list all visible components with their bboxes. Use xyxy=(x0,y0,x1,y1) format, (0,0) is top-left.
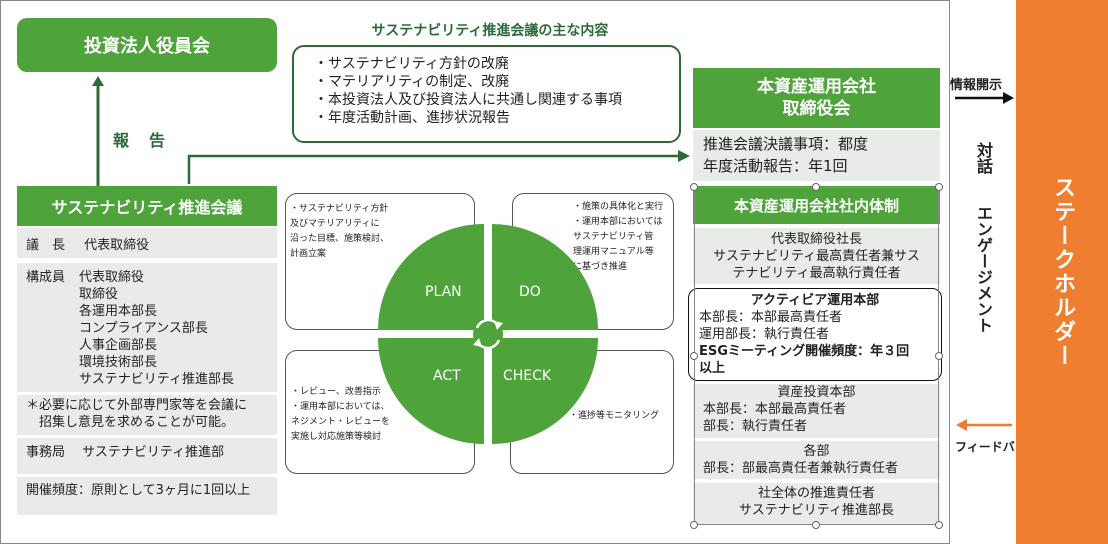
members-label: 構成員 xyxy=(26,270,66,285)
council-frequency: 開催頻度：原則として3ヶ月に1回以上 xyxy=(17,477,277,515)
resize-handle[interactable] xyxy=(812,521,820,529)
secretariat-value: サステナビリティ推進部 xyxy=(82,445,225,460)
resize-handle[interactable] xyxy=(935,183,943,191)
internal-title-text: 本資産運用会社社内体制 xyxy=(733,196,899,215)
act-label: ACT xyxy=(433,368,461,384)
council-title: サステナビリティ推進会議 xyxy=(17,186,277,226)
main-topics-box: ・サステナビリティ方針の改廃 ・マテリアリティの制定、改廃 ・本投資法人及び投資… xyxy=(292,45,681,143)
internal-block-departments: 各部 部長：部最高責任者兼執行責任者 xyxy=(693,441,940,479)
resize-handle[interactable] xyxy=(690,521,698,529)
resize-handle[interactable] xyxy=(690,183,698,191)
do-quadrant xyxy=(492,224,598,330)
check-label: CHECK xyxy=(503,368,552,384)
escalation-arrowhead xyxy=(678,150,690,162)
resize-handle[interactable] xyxy=(690,352,698,360)
council-note: ＊必要に応じて外部専門家等を会議に 招集し意見を求めることが可能。 xyxy=(17,395,277,435)
plan-text: ・サステナビリティ方針 及びマテリアリティに 沿った目標、施策検討、 計画立案 xyxy=(290,204,390,259)
engagement-label: エンゲージメント xyxy=(974,205,993,333)
main-topic-item: ・本投資法人及び投資法人に共通し関連する事項 xyxy=(314,92,622,108)
esg-meeting-frequency: ESGミーティング開催頻度：年３回 以上 xyxy=(699,344,910,376)
dialogue-label: 対話 xyxy=(974,142,993,174)
act-text: ・レビュー、改善指示 ・運用本部においては、 ネジメント・レビューを 実施し対応… xyxy=(291,387,391,442)
activia-title: アクティビア運用本部 xyxy=(750,293,880,308)
secretariat-label: 事務局 xyxy=(26,445,66,460)
company-title: 社全体の推進責任者 xyxy=(757,486,875,501)
report-arrowhead xyxy=(92,76,104,86)
internal-title: 本資産運用会社社内体制 xyxy=(693,186,940,224)
activia-block: アクティビア運用本部 本部長：本部最高責任者 運用部長：執行責任者 ESGミーテ… xyxy=(688,288,942,381)
internal-block-company: 社全体の推進責任者 サステナビリティ推進部長 xyxy=(693,483,940,525)
disclosure-label: 情報開示 xyxy=(950,78,1003,93)
members-list: 代表取締役 取締役 各運用本部長 コンプライアンス部長 人事企画部長 環境技術部… xyxy=(79,270,234,387)
internal-block-ceo: 代表取締役社長 サステナビリティ最高責任者兼サス テナビリティ最高執行責任者 xyxy=(693,228,940,284)
council-title-text: サステナビリティ推進会議 xyxy=(51,198,243,217)
pdca-cycle xyxy=(378,224,598,444)
activia-lines: 本部長：本部最高責任者 運用部長：執行責任者 xyxy=(699,310,843,342)
asset-investment-title: 資産投資本部 xyxy=(777,385,856,400)
chair-value: 代表取締役 xyxy=(84,238,150,253)
investment-corporation-board-box: 投資法人役員会 xyxy=(17,18,277,72)
act-quadrant xyxy=(378,338,484,444)
investment-corporation-board-label: 投資法人役員会 xyxy=(84,36,210,57)
main-topic-item: ・年度活動計画、進捗状況報告 xyxy=(314,110,510,126)
cycle-arrowhead-bottom xyxy=(473,338,482,347)
plan-label: PLAN xyxy=(425,284,462,300)
stakeholder-label: ステークホルダー xyxy=(1050,176,1075,368)
main-topics-title: サステナビリティ推進会議の主な内容 xyxy=(371,23,609,39)
chair-label: 議 長 xyxy=(26,238,66,253)
company-line: サステナビリティ推進部長 xyxy=(739,503,894,518)
council-chair-row: 議 長 代表取締役 xyxy=(17,228,277,258)
plan-quadrant xyxy=(378,224,484,330)
resize-handle[interactable] xyxy=(935,352,943,360)
do-text: ・施策の具体化と実行 ・運用本部においては サステナビリティ管 理運用マニュアル… xyxy=(573,202,664,272)
selection-outline[interactable] xyxy=(694,187,939,525)
asset-investment-lines: 本部長：本部最高責任者 部長：執行責任者 xyxy=(703,402,847,434)
check-quadrant xyxy=(492,338,598,444)
departments-title: 各部 xyxy=(803,444,830,459)
am-board-text: 推進会議決議事項：都度 年度活動報告：年1回 xyxy=(693,130,940,181)
main-topic-item: ・マテリアリティの制定、改廃 xyxy=(314,74,510,90)
check-text: ・進捗等モニタリング xyxy=(569,411,660,421)
main-topic-item: ・サステナビリティ方針の改廃 xyxy=(314,56,509,72)
am-board-title: 本資産運用会社 取締役会 xyxy=(693,68,940,128)
council-secretariat-row: 事務局 サステナビリティ推進部 xyxy=(17,438,277,474)
report-label: 報 告 xyxy=(113,131,168,150)
cycle-arrowhead-top xyxy=(494,321,503,330)
internal-block-asset-investment: 資産投資本部 本部長：本部最高責任者 部長：執行責任者 xyxy=(693,384,940,438)
disclosure-arrowhead xyxy=(1003,92,1014,104)
feedback-arrowhead xyxy=(956,419,967,431)
departments-line: 部長：部最高責任者兼執行責任者 xyxy=(703,461,899,476)
stakeholder-bar: ステークホルダー xyxy=(1016,0,1108,544)
council-members-row: 構成員 代表取締役 取締役 各運用本部長 コンプライアンス部長 人事企画部長 環… xyxy=(17,263,277,392)
escalation-arrow xyxy=(187,154,680,184)
cycle-center xyxy=(473,319,503,349)
resize-handle[interactable] xyxy=(935,521,943,529)
do-label: DO xyxy=(519,284,541,300)
resize-handle[interactable] xyxy=(812,183,820,191)
